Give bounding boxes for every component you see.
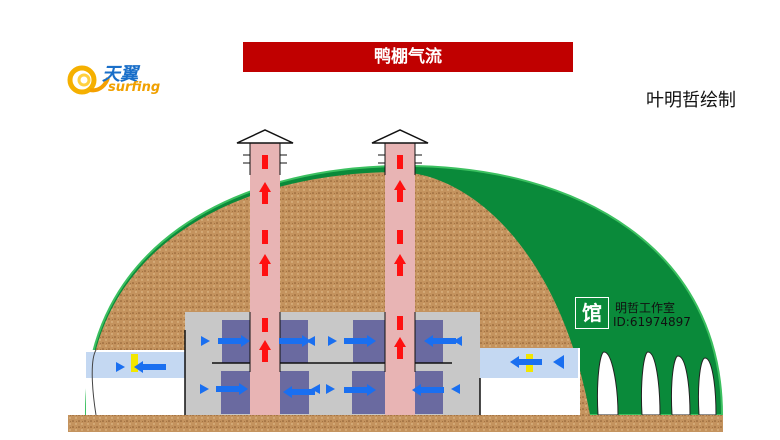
ground [68, 415, 723, 432]
logo-en-text: surfing [108, 80, 161, 95]
logo-swirl-icon [67, 65, 110, 95]
watermark-line1: 明哲工作室 [615, 301, 676, 315]
intake-arrows [116, 335, 564, 398]
watermark-line2: ID:61974897 [613, 315, 691, 329]
exhaust-arrows [259, 155, 406, 362]
author-credit: 叶明哲绘制 [646, 90, 736, 111]
surfing-logo: 天翼 surfing [64, 60, 174, 100]
shell-arches [596, 351, 717, 416]
logo-cn-text: 天翼 [102, 64, 138, 85]
diagram-title: 鸭棚气流 [243, 42, 573, 72]
watermark-badge: 馆 [575, 297, 609, 329]
